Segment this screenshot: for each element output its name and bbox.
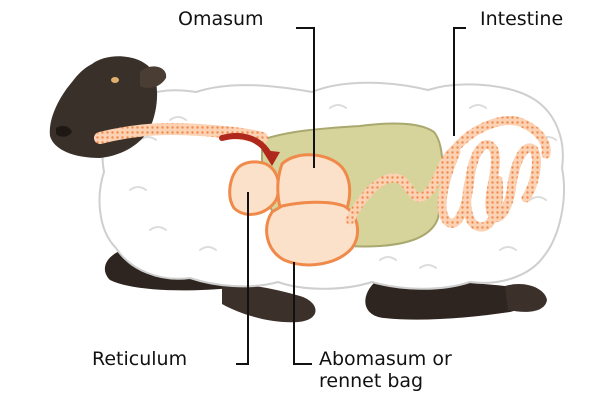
abomasum-label: Abomasum or rennet bag <box>319 348 452 392</box>
reticulum <box>230 162 279 215</box>
eye <box>111 77 119 83</box>
omasum-label: Omasum <box>178 8 264 30</box>
abomasum <box>267 202 358 265</box>
intestine-label: Intestine <box>480 8 563 30</box>
reticulum-label: Reticulum <box>92 348 187 370</box>
abomasum-label-line1: Abomasum or <box>319 348 452 370</box>
abomasum-label-line2: rennet bag <box>319 370 452 392</box>
ear <box>140 66 166 88</box>
front-hoof <box>222 285 316 322</box>
hind-hoof <box>505 284 547 312</box>
